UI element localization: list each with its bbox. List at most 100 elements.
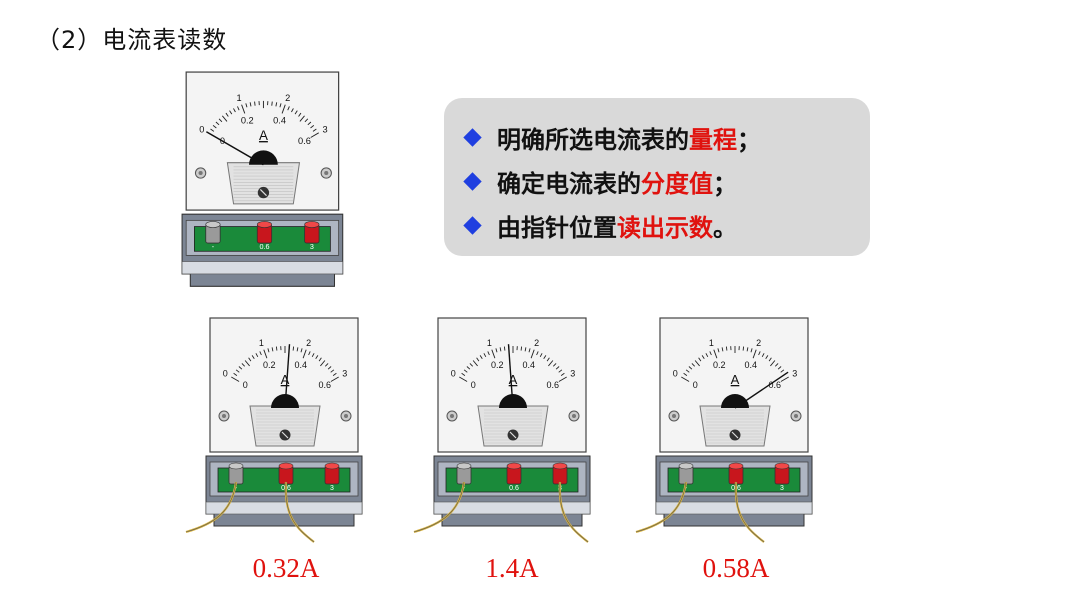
scale-tick <box>254 101 256 106</box>
scale-tick <box>221 115 228 122</box>
top-scale-label: 0 <box>223 369 228 379</box>
scale-tick <box>275 102 278 107</box>
scale-tick <box>491 349 496 359</box>
scale-tick <box>299 115 305 122</box>
scale-tick <box>324 363 329 367</box>
scale-tick <box>307 121 312 126</box>
bullet-read: 由指针位置读出示数。 <box>463 208 737 243</box>
scale-tick <box>292 346 295 351</box>
scale-tick <box>244 360 250 367</box>
scale-tick <box>271 347 274 352</box>
scale-tick <box>476 357 480 362</box>
terminal-label: 0.6 <box>509 485 519 492</box>
bottom-scale-label: 0 <box>243 380 248 390</box>
scale-tick <box>777 366 782 370</box>
scale-tick <box>750 348 753 353</box>
terminal-label: - <box>212 242 215 251</box>
wire-outline <box>735 481 765 543</box>
terminal-label: 3 <box>330 485 334 492</box>
bottom-scale-label: 0.6 <box>547 380 560 390</box>
scale-tick <box>709 351 712 356</box>
terminal-cap <box>774 462 790 470</box>
scale-tick <box>683 372 688 376</box>
scale-tick <box>249 102 252 107</box>
bullet-text: 明确所选电流表的 <box>497 126 689 154</box>
top-scale-label: 3 <box>792 369 797 379</box>
scale-tick <box>742 346 745 351</box>
scale-tick <box>691 363 696 367</box>
scale-tick <box>483 353 487 358</box>
top-scale-label: 0 <box>451 369 456 379</box>
scale-tick <box>495 348 498 353</box>
bullet-highlight: 读出示数 <box>617 214 713 242</box>
scale-tick <box>245 103 248 108</box>
scale-tick <box>752 349 757 359</box>
diamond-bullet-icon <box>463 172 482 191</box>
scale-tick <box>263 349 268 359</box>
scale-tick <box>233 108 236 113</box>
screw-center <box>794 414 798 418</box>
scale-tick <box>536 351 539 356</box>
bottom-scale-label: 0.2 <box>491 360 504 370</box>
scale-tick <box>255 353 259 358</box>
pointer-pivot <box>721 394 749 408</box>
scale-tick <box>543 355 547 360</box>
scale-tick <box>320 360 326 367</box>
scale-tick <box>758 351 761 356</box>
unit-label: A <box>509 372 518 387</box>
scale-tick <box>218 118 223 123</box>
bullet-punct: ； <box>737 126 761 154</box>
scale-tick <box>774 363 779 367</box>
scale-tick <box>688 366 693 370</box>
wire-outline <box>635 481 687 533</box>
scale-tick <box>229 110 233 115</box>
scale-tick <box>681 376 690 382</box>
scale-tick <box>694 360 700 367</box>
top-scale-label: 2 <box>306 338 311 348</box>
wire-outline <box>413 481 465 533</box>
meter-base-front <box>433 501 591 515</box>
knob-slot <box>509 431 517 439</box>
scale-tick <box>248 357 252 362</box>
scale-tick <box>231 376 240 382</box>
screw-center <box>222 414 226 418</box>
terminal-cap <box>278 462 294 470</box>
top-scale-label: 3 <box>322 124 327 134</box>
terminal-label: 0.6 <box>259 242 269 251</box>
scale-tick <box>281 104 286 114</box>
bullet-highlight: 量程 <box>689 126 737 154</box>
scale-tick <box>271 101 273 106</box>
terminal-cap <box>552 462 568 470</box>
reading-2: 1.4A <box>485 553 539 583</box>
unit-label: A <box>731 372 740 387</box>
scale-tick <box>713 349 718 359</box>
scale-tick <box>237 106 240 111</box>
terminal-cap <box>256 221 272 228</box>
screw-center <box>572 414 576 418</box>
scale-tick <box>312 128 317 132</box>
scale-tick <box>302 349 307 359</box>
scale-tick <box>768 357 772 362</box>
scale-tick <box>241 104 246 114</box>
scale-tick <box>212 125 217 129</box>
bottom-scale-label: 0 <box>693 380 698 390</box>
scale-tick <box>780 369 785 373</box>
scale-tick <box>520 346 523 351</box>
knob-slot <box>731 431 739 439</box>
bullet-punct: 。 <box>713 214 737 242</box>
scale-tick <box>721 347 724 352</box>
scale-tick <box>238 366 243 370</box>
diamond-bullet-icon <box>463 128 482 147</box>
scale-tick <box>298 112 302 117</box>
bullet-text: 确定电流表的 <box>497 170 641 198</box>
scale-tick <box>241 363 246 367</box>
bottom-scale-label: 0.4 <box>294 360 307 370</box>
scale-tick <box>215 121 220 126</box>
scale-tick <box>746 347 749 352</box>
info-box: 明确所选电流表的量程； 确定电流表的分度值； 由指针位置读出示数。 <box>444 98 870 256</box>
scale-tick <box>300 348 303 353</box>
scale-tick <box>560 372 565 376</box>
